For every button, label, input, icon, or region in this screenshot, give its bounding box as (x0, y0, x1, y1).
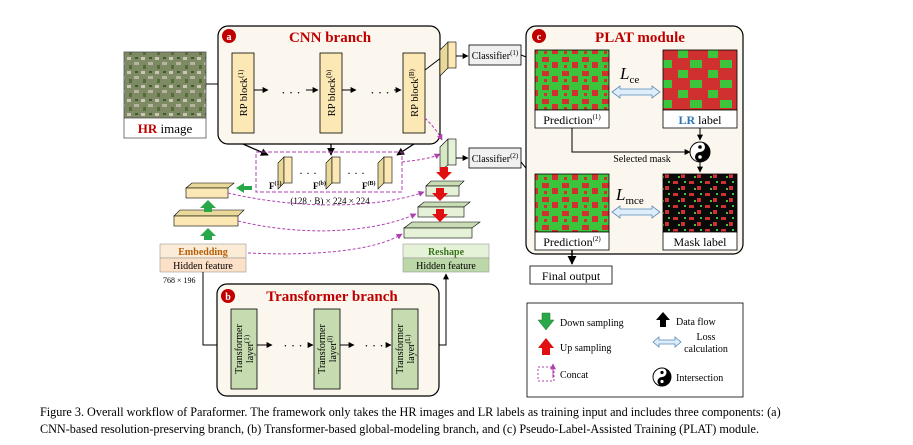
cnn-dots-1: · · · (281, 85, 301, 100)
embedding-title: Embedding (178, 247, 227, 258)
concat-icon (537, 366, 555, 382)
embedding-hidden-label: Hidden feature (173, 261, 233, 272)
cnn-badge (222, 29, 236, 43)
down-arrow-icon (537, 312, 555, 331)
mask-label-box (662, 231, 738, 251)
legend-box (526, 302, 744, 398)
loss-mce: Lmce (615, 185, 644, 207)
legend-flow-label: Data flow (676, 317, 716, 328)
svg-text:Transformerlayer(1): Transformerlayer(1) (234, 324, 256, 374)
downsample-stack (173, 182, 245, 227)
prediction2-image (534, 173, 610, 233)
mask-label-text: Mask label (674, 235, 728, 249)
hr-image-label: HR image (138, 121, 193, 136)
lr-label-text: LR label (679, 113, 723, 127)
double-arrow-icon (652, 336, 682, 348)
double-arrow-icon (611, 205, 661, 219)
classifier2-feature-block (439, 138, 457, 172)
plat-badge-letter: c (537, 32, 542, 43)
transformer-layer-1: Transformerlayer(1) (230, 308, 258, 390)
embedding-shape: 768 × 196 (163, 276, 196, 285)
transformer-badge (221, 289, 235, 303)
rp-block-B: RP block(B) (402, 52, 426, 134)
final-output-box (529, 265, 613, 285)
transformer-badge-letter: b (225, 292, 231, 303)
reshape-title: Reshape (428, 247, 465, 258)
caption-line-1: Figure 3. Overall workflow of Paraformer… (40, 405, 781, 419)
feature-shape: (128 · B) × 224 × 224 (290, 196, 370, 206)
transformer-dots-2: · · · (364, 338, 384, 353)
lr-label-image (662, 49, 738, 111)
yin-yang-icon (689, 141, 711, 163)
transformer-layer-l: Transformerlayer(l) (313, 308, 341, 390)
up-arrow-icon (432, 188, 448, 201)
legend-loss-label-1: Loss (697, 332, 716, 343)
feature-FB: F(B) (362, 156, 393, 191)
svg-text:RP block(b): RP block(b) (325, 69, 338, 116)
up-arrows (432, 167, 452, 222)
caption-line-2: CNN-based resolution-preserving branch, … (40, 422, 759, 436)
figure-caption: Figure 3. Overall workflow of Paraformer… (40, 404, 890, 438)
feature-F1: F(1) (269, 156, 293, 191)
yin-yang-icon (652, 367, 672, 387)
selected-mask-label: Selected mask (613, 154, 670, 165)
transformer-dots-1: · · · (283, 338, 303, 353)
legend-intersection-label: Intersection (676, 373, 723, 384)
loss-ce: Lce (619, 64, 639, 86)
pred1-to-intersection (571, 128, 691, 155)
classifier2-label: Classifier(2) (472, 152, 519, 165)
prediction2-label: Prediction(2) (543, 235, 601, 249)
svg-text:F(b): F(b) (313, 180, 326, 191)
hr-label-box (123, 117, 207, 139)
final-output-label: Final output (542, 269, 601, 283)
svg-text:RP block(1): RP block(1) (237, 69, 250, 116)
feature-dots-1: · · · (299, 166, 317, 180)
up-arrow-icon (436, 167, 452, 180)
reshape-hidden-label: Hidden feature (416, 261, 476, 272)
down-arrow-icon (200, 200, 216, 212)
classifier1-label: Classifier(1) (472, 49, 519, 62)
down-sampling-side-arrow (236, 183, 252, 193)
legend-concat-label: Concat (560, 370, 589, 381)
prediction1-image (534, 49, 610, 111)
skip-connections (207, 191, 425, 255)
svg-text:RP block(B): RP block(B) (408, 68, 421, 116)
plat-title: PLAT module (595, 30, 685, 46)
legend-up-label: Up sampling (560, 343, 611, 354)
feature-dots-2: · · · (347, 166, 365, 180)
up-arrow-icon (432, 209, 448, 222)
classifier1-feature-block (439, 41, 457, 77)
svg-text:Transformerlayer(L): Transformerlayer(L) (395, 324, 417, 374)
double-arrow-icon (611, 85, 661, 99)
mask-label-image (662, 173, 738, 233)
feature-Fb: F(b) (313, 156, 341, 191)
feature-down-arrows (242, 143, 415, 156)
rp-block-b: RP block(b) (319, 52, 343, 134)
legend-down-label: Down sampling (560, 318, 624, 329)
hr-input-image (123, 51, 207, 119)
transformer-branch-title: Transformer branch (266, 289, 398, 305)
svg-text:F(B): F(B) (362, 180, 376, 191)
prediction1-label: Prediction(1) (543, 113, 601, 127)
up-arrow-icon (538, 338, 554, 355)
legend-loss-label-2: calculation (684, 344, 728, 355)
transformer-layer-L: Transformerlayer(L) (391, 308, 419, 390)
down-arrows (200, 200, 216, 240)
concat-arrow (401, 153, 441, 163)
down-arrow-icon (200, 228, 216, 240)
cnn-dots-2: · · · (370, 85, 390, 100)
reshape-hidden-box (402, 257, 490, 273)
rp-block-1: RP block(1) (231, 52, 255, 134)
classifier2-box (468, 147, 522, 169)
data-flow-icon (656, 312, 670, 327)
svg-text:Transformerlayer(l): Transformerlayer(l) (317, 324, 339, 374)
cnn-branch-title: CNN branch (289, 30, 372, 46)
feature-concat-box (255, 151, 403, 193)
concat-arrow-2 (424, 117, 443, 141)
svg-text:F(1): F(1) (269, 180, 282, 191)
plat-badge (532, 29, 546, 43)
cnn-badge-letter: a (227, 32, 232, 43)
